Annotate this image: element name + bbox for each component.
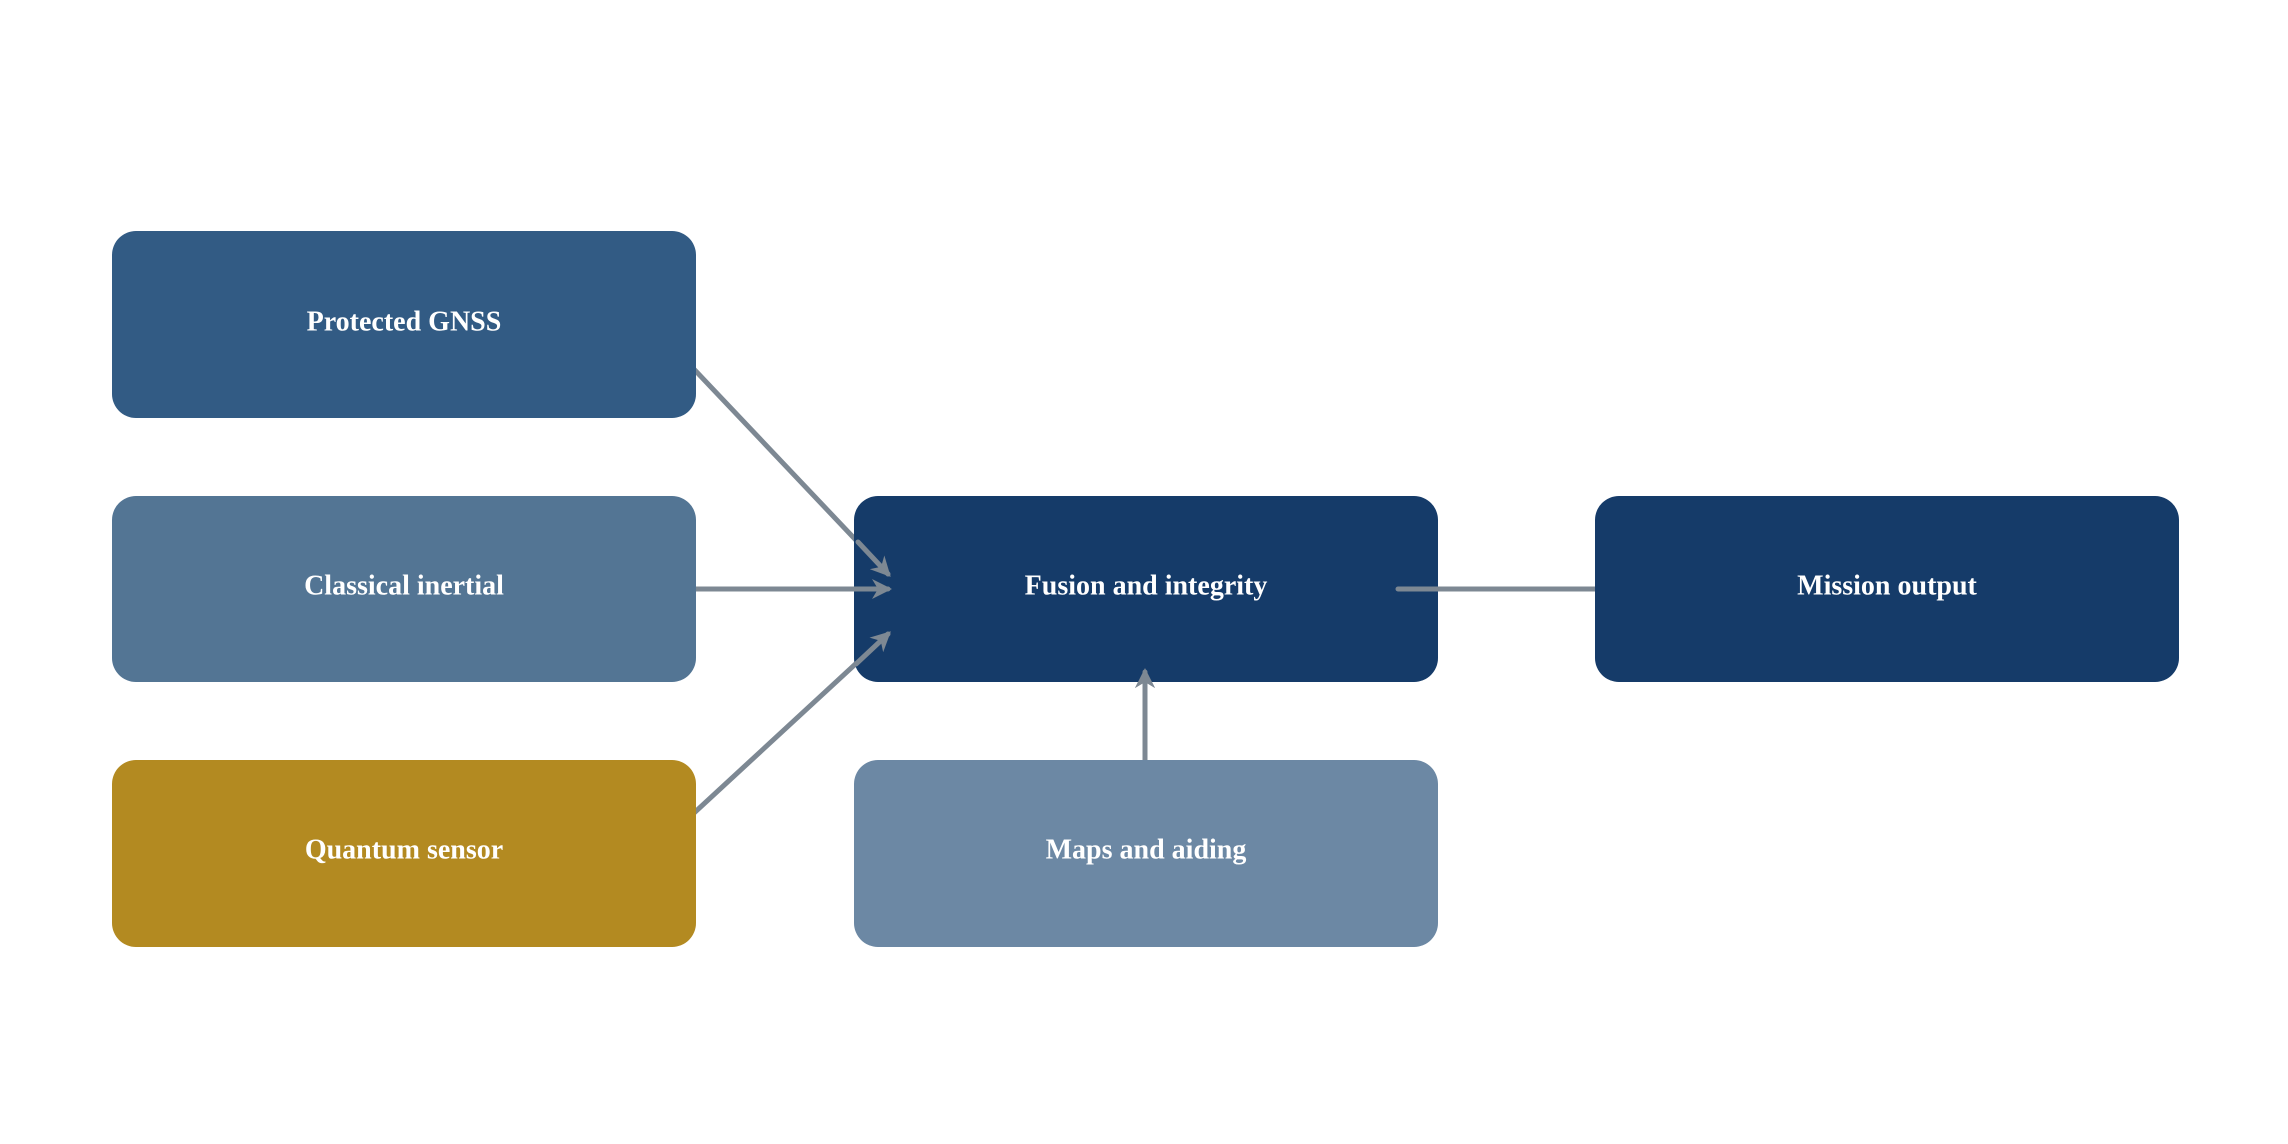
node-fusion-and-integrity: Fusion and integrity	[854, 496, 1438, 682]
node-classical-inertial: Classical inertial	[112, 496, 696, 682]
node-box	[112, 760, 696, 947]
node-label: Fusion and integrity	[1025, 570, 1268, 601]
edge-tip-quantum	[853, 631, 891, 667]
node-maps-and-aiding: Maps and aiding	[854, 760, 1438, 947]
node-protected-gnss: Protected GNSS	[112, 231, 696, 418]
node-box	[112, 231, 696, 418]
node-box	[1595, 496, 2179, 682]
node-box	[854, 760, 1438, 947]
edge-tip-gnss	[855, 539, 891, 577]
node-box	[112, 496, 696, 682]
node-label: Maps and aiding	[1046, 834, 1247, 865]
node-box	[854, 496, 1438, 682]
node-label: Quantum sensor	[305, 834, 503, 865]
node-label: Protected GNSS	[307, 306, 502, 337]
edge-tips	[851, 539, 1441, 688]
node-label: Classical inertial	[304, 570, 504, 601]
node-mission-output: Mission output	[1595, 496, 2179, 682]
node-label: Mission output	[1797, 570, 1977, 601]
node-quantum-sensor: Quantum sensor	[112, 760, 696, 947]
